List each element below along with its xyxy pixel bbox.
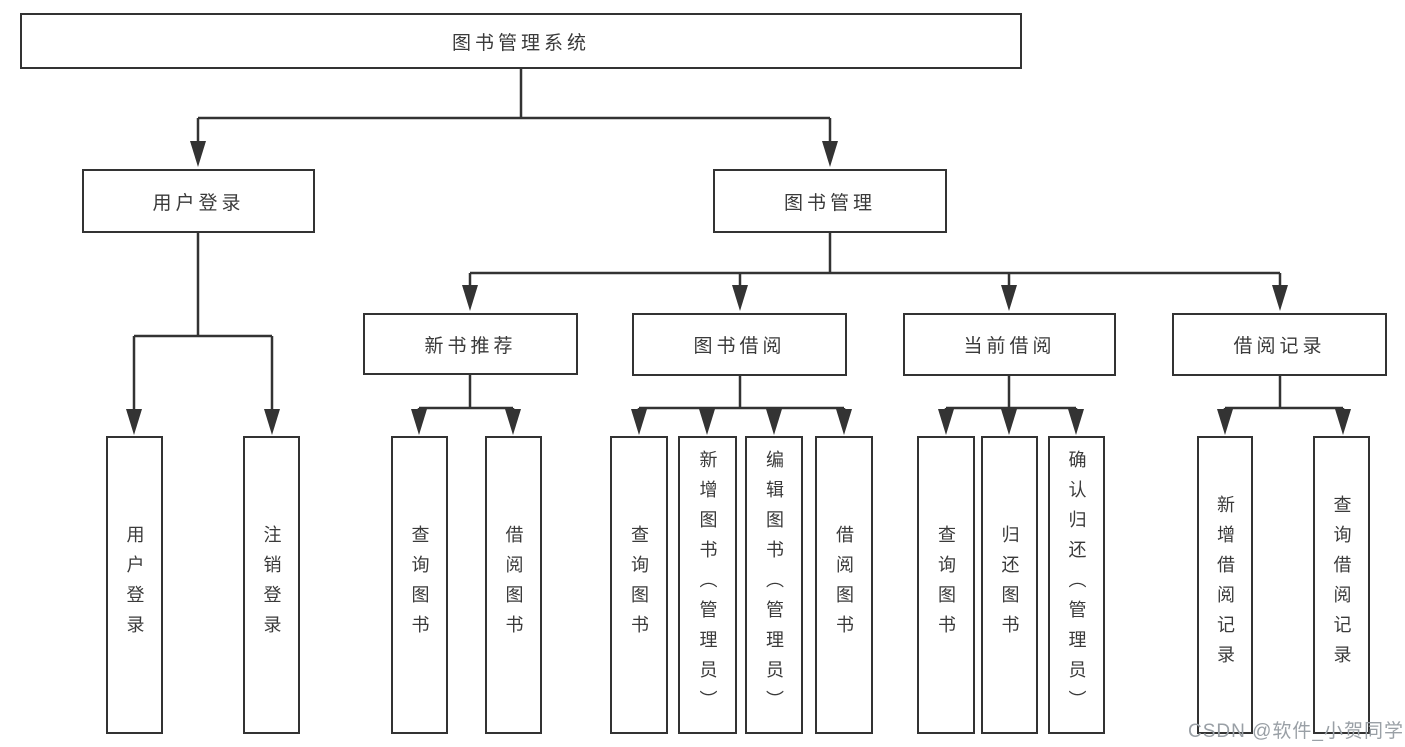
leaf-cb-return-book-label: 归还图书 <box>999 525 1020 645</box>
connector-book-management-children <box>468 233 1282 289</box>
leaf-nb-query-book: 查询图书 <box>391 436 448 734</box>
node-borrow-records: 借阅记录 <box>1172 313 1387 376</box>
leaf-bb-borrow-book: 借阅图书 <box>815 436 873 734</box>
node-book-management-label: 图书管理 <box>783 192 876 214</box>
arrowhead-icon <box>766 409 782 435</box>
node-borrow-records-label: 借阅记录 <box>1233 336 1326 357</box>
arrowhead-icon <box>190 141 206 167</box>
node-new-book-recommend: 新书推荐 <box>363 313 578 375</box>
connector-current-borrow-children <box>944 375 1078 413</box>
leaf-logout: 注销登录 <box>243 436 300 734</box>
node-user-login: 用户登录 <box>82 169 315 233</box>
arrowhead-icon <box>264 409 280 435</box>
leaf-br-add-record-label: 新增借阅记录 <box>1215 495 1235 675</box>
leaf-cb-query-book-label: 查询图书 <box>936 525 956 645</box>
node-new-book-recommend-label: 新书推荐 <box>424 335 517 357</box>
arrowhead-icon <box>1272 285 1288 311</box>
arrowhead-icon <box>1068 409 1084 435</box>
connector-root-to-level1 <box>196 69 832 145</box>
arrowhead-icon <box>1217 409 1233 435</box>
arrowhead-icon <box>631 409 647 435</box>
leaf-logout-label: 注销登录 <box>261 525 282 645</box>
leaf-cb-query-book: 查询图书 <box>917 436 975 734</box>
csdn-watermark: CSDN @软件_小贺同学 <box>1188 721 1404 742</box>
arrowhead-icon <box>836 409 852 435</box>
leaf-bb-query-book-label: 查询图书 <box>629 525 649 645</box>
connector-borrow-records-children <box>1223 375 1345 413</box>
arrowhead-icon <box>1001 409 1017 435</box>
leaf-nb-query-book-label: 查询图书 <box>409 525 430 645</box>
leaf-cb-confirm-return-label: 确认归还（管理员） <box>1066 450 1087 720</box>
arrowhead-icon <box>938 409 954 435</box>
connector-book-borrow-children <box>637 375 846 413</box>
arrowhead-icon <box>1001 285 1017 311</box>
arrowhead-icon <box>732 285 748 311</box>
node-root-label: 图书管理系统 <box>451 32 590 54</box>
leaf-br-add-record: 新增借阅记录 <box>1197 436 1253 734</box>
connector-user-login-children <box>132 233 274 413</box>
leaf-bb-add-book: 新增图书（管理员） <box>678 436 737 734</box>
arrowhead-icon <box>699 409 715 435</box>
leaf-nb-borrow-book: 借阅图书 <box>485 436 542 734</box>
arrowhead-icon <box>505 409 521 435</box>
arrowhead-icon <box>462 285 478 311</box>
leaf-bb-query-book: 查询图书 <box>610 436 668 734</box>
connector-new-book-children <box>417 374 515 413</box>
arrowhead-icon <box>126 409 142 435</box>
leaf-bb-edit-book: 编辑图书（管理员） <box>745 436 803 734</box>
node-user-login-label: 用户登录 <box>152 192 245 214</box>
leaf-user-login: 用户登录 <box>106 436 163 734</box>
node-current-borrow: 当前借阅 <box>903 313 1116 376</box>
node-book-management: 图书管理 <box>713 169 947 233</box>
leaf-nb-borrow-book-label: 借阅图书 <box>503 525 524 645</box>
node-current-borrow-label: 当前借阅 <box>963 336 1056 357</box>
node-book-borrow: 图书借阅 <box>632 313 847 376</box>
leaf-bb-borrow-book-label: 借阅图书 <box>834 525 854 645</box>
node-root: 图书管理系统 <box>20 13 1022 69</box>
arrowhead-icon <box>411 409 427 435</box>
leaf-br-query-record-label: 查询借阅记录 <box>1331 495 1352 675</box>
arrowhead-icon <box>822 141 838 167</box>
leaf-user-login-label: 用户登录 <box>124 525 145 645</box>
leaf-bb-add-book-label: 新增图书（管理员） <box>697 450 718 720</box>
leaf-bb-edit-book-label: 编辑图书（管理员） <box>764 450 784 720</box>
leaf-cb-confirm-return: 确认归还（管理员） <box>1048 436 1105 734</box>
arrowhead-icon <box>1335 409 1351 435</box>
node-book-borrow-label: 图书借阅 <box>693 336 786 357</box>
leaf-br-query-record: 查询借阅记录 <box>1313 436 1370 734</box>
leaf-cb-return-book: 归还图书 <box>981 436 1038 734</box>
